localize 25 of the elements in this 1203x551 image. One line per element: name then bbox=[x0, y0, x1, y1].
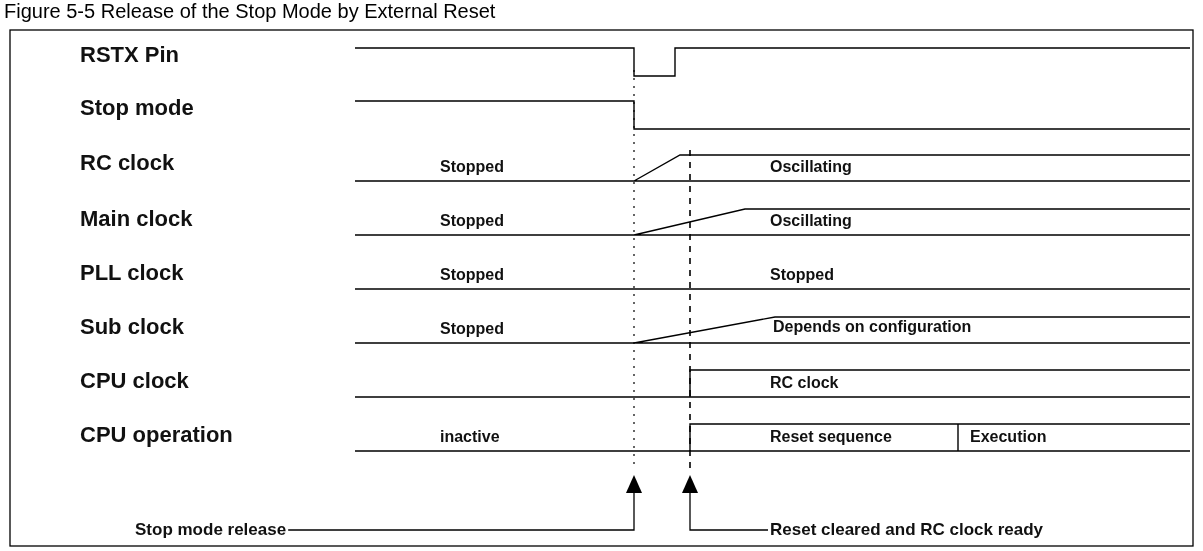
state-label: Oscillating bbox=[770, 212, 852, 230]
state-label: Depends on configuration bbox=[773, 318, 972, 336]
state-label: inactive bbox=[440, 428, 500, 446]
state-label: Stopped bbox=[440, 158, 504, 176]
state-label: Stopped bbox=[440, 266, 504, 284]
state-label: RC clock bbox=[770, 374, 839, 392]
pointer-arrow bbox=[287, 475, 642, 531]
state-label: Stopped bbox=[440, 212, 504, 230]
state-label: Stopped bbox=[440, 320, 504, 338]
signal-name: Main clock bbox=[80, 206, 193, 232]
figure-title: Figure 5-5 Release of the Stop Mode by External Reset bbox=[4, 0, 496, 23]
state-label: Execution bbox=[970, 428, 1047, 446]
signal-name: Stop mode bbox=[80, 95, 194, 121]
signal-name: Sub clock bbox=[80, 314, 184, 340]
signal-name: PLL clock bbox=[80, 260, 184, 286]
signal-name: CPU operation bbox=[80, 422, 233, 448]
signal-name: RSTX Pin bbox=[80, 42, 179, 68]
pointer-arrow bbox=[682, 475, 769, 531]
annotation-text: Reset cleared and RC clock ready bbox=[770, 520, 1044, 540]
annotation-text: Stop mode release bbox=[135, 520, 287, 540]
state-label: Reset sequence bbox=[770, 428, 892, 446]
signal-name: CPU clock bbox=[80, 368, 189, 394]
state-label: Stopped bbox=[770, 266, 834, 284]
state-label: Oscillating bbox=[770, 158, 852, 176]
signal-name: RC clock bbox=[80, 150, 175, 176]
